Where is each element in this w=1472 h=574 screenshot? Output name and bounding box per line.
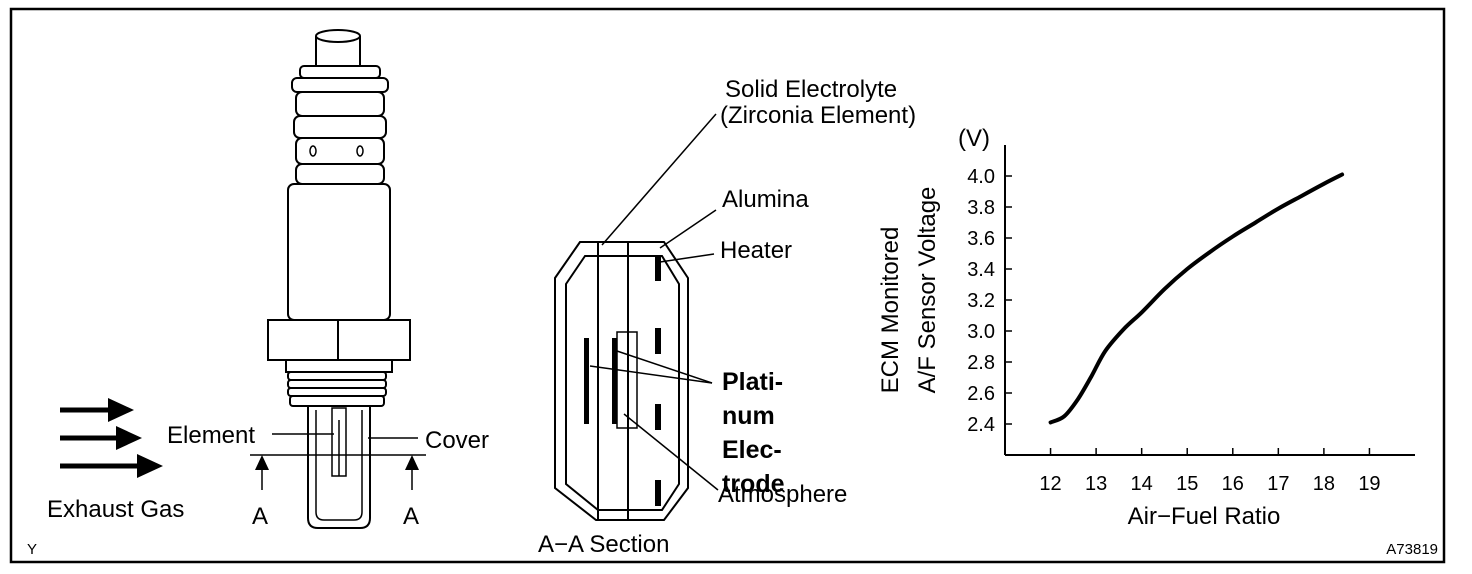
x-tick-label: 18 — [1313, 473, 1335, 495]
y-tick-label: 3.0 — [967, 321, 995, 343]
corner-mark: Y — [27, 541, 37, 558]
section-mark-left: A — [252, 503, 268, 530]
x-tick-label: 16 — [1222, 473, 1244, 495]
x-tick-label: 13 — [1085, 473, 1107, 495]
figure-code: A73819 — [1386, 541, 1438, 558]
x-tick-label: 12 — [1039, 473, 1061, 495]
figure-frame — [9, 7, 1446, 564]
section-title: A−A Section — [538, 531, 669, 558]
platinum-label-line4: trode — [722, 470, 785, 498]
x-tick-label: 15 — [1176, 473, 1198, 495]
y-axis-label-line2: A/F Sensor Voltage — [914, 187, 941, 394]
x-axis-label: Air−Fuel Ratio — [1128, 503, 1281, 530]
y-tick-label: 2.4 — [967, 414, 995, 436]
y-unit-label: (V) — [958, 125, 990, 152]
heater-bar — [655, 255, 661, 281]
y-tick-label: 2.8 — [967, 352, 995, 374]
oxygen-sensor-drawing — [250, 29, 426, 529]
heater-bar — [655, 480, 661, 506]
sensor-cable — [315, 36, 361, 66]
x-tick-label: 14 — [1131, 473, 1153, 495]
exhaust-gas-label: Exhaust Gas — [47, 496, 184, 523]
zirconia-element-label: (Zirconia Element) — [720, 102, 916, 129]
platinum-label-line1: Plati- — [722, 368, 783, 396]
y-tick-label: 3.8 — [967, 197, 995, 219]
solid-electrolyte-label: Solid Electrolyte — [725, 76, 897, 103]
platinum-label-line2: num — [722, 402, 775, 430]
platinum-electrode-outer — [584, 338, 589, 424]
x-tick-label: 17 — [1267, 473, 1289, 495]
atmosphere-label: Atmosphere — [718, 481, 847, 508]
y-tick-label: 3.2 — [967, 290, 995, 312]
element-label: Element — [167, 422, 255, 449]
y-tick-label: 3.6 — [967, 228, 995, 250]
alumina-label: Alumina — [722, 186, 809, 213]
cover-label: Cover — [425, 427, 489, 454]
platinum-label-line3: Elec- — [722, 436, 782, 464]
atmosphere-chamber — [616, 331, 638, 429]
y-tick-label: 3.4 — [967, 259, 995, 281]
cross-section-drawing — [554, 113, 719, 521]
x-tick-label: 19 — [1358, 473, 1380, 495]
voltage-chart: 2.4 2.6 2.8 3.0 3.2 3.4 3.6 3.8 4.0 12 13 14 15 16 17… — [967, 145, 1415, 495]
section-mark-right: A — [403, 503, 419, 530]
voltage-curve — [1048, 172, 1345, 425]
platinum-electrode-inner — [612, 338, 617, 424]
y-axis-label-line1: ECM Monitored — [877, 227, 904, 394]
exhaust-arrows-icon — [60, 398, 163, 478]
heater-label: Heater — [720, 237, 792, 264]
y-tick-label: 4.0 — [967, 166, 995, 188]
heater-bar — [655, 404, 661, 430]
heater-bar — [655, 328, 661, 354]
y-tick-label: 2.6 — [967, 383, 995, 405]
